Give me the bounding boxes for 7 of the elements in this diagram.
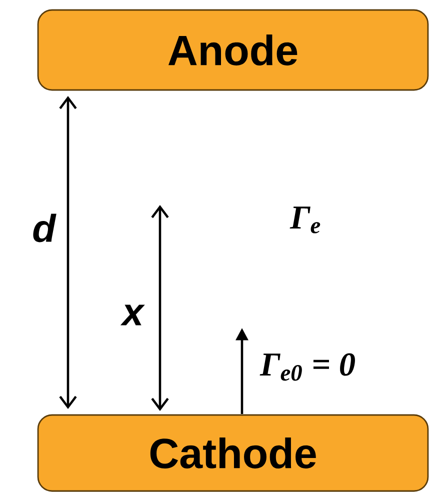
dimension-label: d xyxy=(33,214,56,242)
electrode-box: Cathode xyxy=(37,414,429,492)
double-arrow xyxy=(59,96,77,410)
flux-label: Γ$_{e}$ xyxy=(290,206,320,234)
dimension-label: x xyxy=(120,304,145,326)
electrode-box: Anode xyxy=(37,9,429,91)
flux-label: Γ$_{e0}$ = 0 xyxy=(260,353,355,381)
